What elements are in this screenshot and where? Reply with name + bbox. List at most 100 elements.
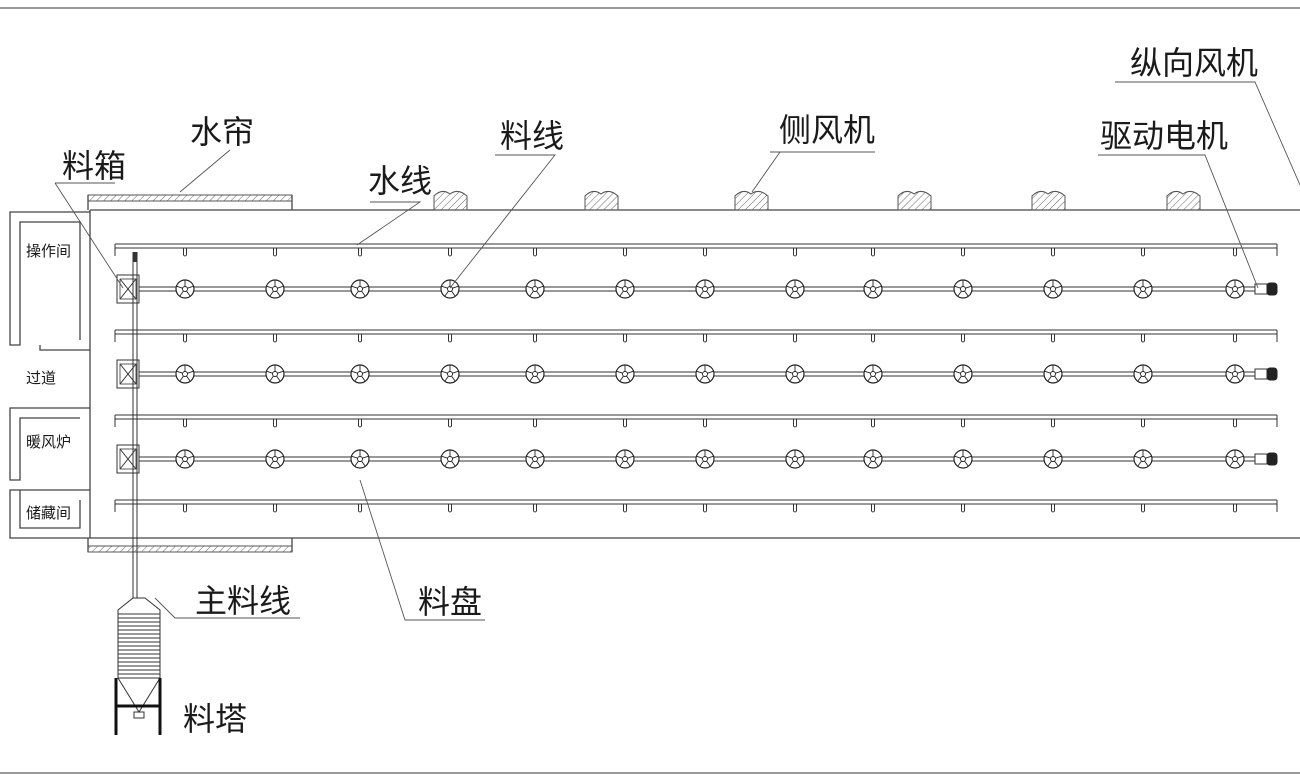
water-line (114, 499, 1278, 513)
water-nipple (1051, 419, 1055, 428)
feed-pan (953, 449, 973, 469)
feed-pan (1133, 449, 1153, 469)
side-fan (433, 190, 468, 211)
water-nipple (871, 334, 875, 343)
drive-motor (1254, 452, 1278, 466)
feed-pan (615, 449, 635, 469)
water-nipple (703, 334, 707, 343)
room-label-storage: 储藏间 (26, 504, 71, 522)
feed-pan (863, 449, 883, 469)
feed-pan (525, 279, 545, 299)
room-label-operation: 操作间 (26, 242, 71, 260)
water-nipple (623, 419, 627, 428)
water-nipple (623, 248, 627, 257)
feed-pan (1043, 449, 1063, 469)
water-nipple (358, 504, 362, 513)
label-feed-box: 料箱 (62, 147, 126, 185)
water-nipple (793, 419, 797, 428)
water-nipple (273, 504, 277, 513)
water-nipple (1141, 248, 1145, 257)
side-fan (1031, 190, 1066, 211)
water-nipple (1051, 248, 1055, 257)
water-nipple (871, 248, 875, 257)
water-nipple (1141, 419, 1145, 428)
water-nipple (623, 334, 627, 343)
feed-pan (695, 364, 715, 384)
water-nipple (448, 419, 452, 428)
water-nipple (703, 419, 707, 428)
water-nipple (1141, 334, 1145, 343)
water-nipple (358, 334, 362, 343)
water-nipple (358, 248, 362, 257)
feed-pan (265, 364, 285, 384)
feed-tower (114, 597, 162, 735)
feed-pan (1225, 364, 1245, 384)
feed-pan (615, 279, 635, 299)
label-side-fan: 侧风机 (779, 111, 875, 149)
water-line (114, 243, 1278, 257)
label-feed-line: 料线 (500, 117, 564, 155)
feed-pan (863, 279, 883, 299)
water-nipple (1233, 248, 1237, 257)
label-longitudinal-fan: 纵向风机 (1130, 44, 1258, 82)
label-water-line: 水线 (368, 162, 432, 200)
feed-pan (1133, 364, 1153, 384)
feed-pan (785, 364, 805, 384)
water-nipple (533, 248, 537, 257)
leader-lines (54, 81, 1300, 621)
water-line (114, 414, 1278, 428)
feed-pan (265, 279, 285, 299)
feed-lines (116, 274, 1278, 474)
feed-pan (1225, 279, 1245, 299)
side-fan (734, 190, 769, 211)
side-fan (584, 190, 619, 211)
feed-pan (863, 364, 883, 384)
feed-pan (953, 279, 973, 299)
water-nipple (533, 419, 537, 428)
water-nipple (533, 504, 537, 513)
water-nipple (1233, 504, 1237, 513)
feed-pan (785, 449, 805, 469)
side-fan (1166, 190, 1201, 211)
label-feed-tower: 料塔 (183, 700, 247, 738)
water-nipple (1233, 419, 1237, 428)
feed-pan (350, 364, 370, 384)
feed-pan (695, 449, 715, 469)
feed-line (116, 444, 1278, 474)
water-nipple (448, 248, 452, 257)
feed-pan (175, 279, 195, 299)
water-nipple (871, 419, 875, 428)
feed-pan (350, 449, 370, 469)
water-nipple (273, 248, 277, 257)
label-water-curtain: 水帘 (190, 113, 254, 151)
feed-pan (440, 364, 460, 384)
feed-pan (440, 279, 460, 299)
feed-pan (265, 449, 285, 469)
feed-box (116, 444, 140, 474)
water-nipple (961, 504, 965, 513)
label-main-feed-line: 主料线 (195, 582, 291, 620)
water-nipple (703, 248, 707, 257)
drive-motor (1254, 367, 1278, 381)
feed-pan (175, 364, 195, 384)
feed-pan (785, 279, 805, 299)
water-nipple (273, 419, 277, 428)
water-nipple (793, 248, 797, 257)
feed-pan (440, 449, 460, 469)
water-nipple (183, 248, 187, 257)
water-nipple (1141, 504, 1145, 513)
water-nipple (533, 334, 537, 343)
feed-pan (350, 279, 370, 299)
feed-pan (1043, 279, 1063, 299)
side-fans (433, 190, 1201, 211)
feed-line (116, 274, 1278, 304)
feed-pan (175, 449, 195, 469)
water-nipple (358, 419, 362, 428)
feed-pan (615, 364, 635, 384)
water-nipple (183, 504, 187, 513)
water-nipple (961, 248, 965, 257)
water-nipple (703, 504, 707, 513)
feed-pan (1133, 279, 1153, 299)
water-line (114, 329, 1278, 343)
side-fan (897, 190, 932, 211)
